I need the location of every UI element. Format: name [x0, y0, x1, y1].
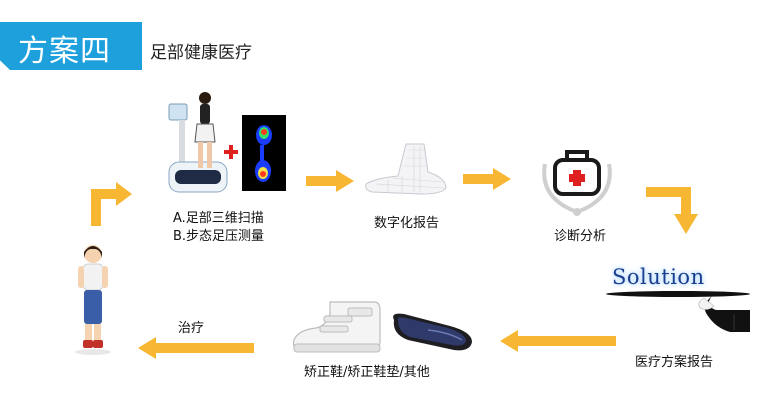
- scheme-title: 方案四: [18, 34, 111, 69]
- arrow-right-1: [306, 170, 354, 192]
- solution-text: Solution: [612, 265, 705, 289]
- treatment-report-label: 医疗方案报告: [635, 355, 714, 370]
- arrow-left-2: [138, 337, 254, 359]
- scan-label-a: A.足部三维扫描: [173, 211, 264, 226]
- scan-label-b: B.步态足压测量: [173, 229, 265, 244]
- orthotic-insole-image: [388, 310, 474, 354]
- plus-icon: [224, 144, 238, 159]
- arrow-up-right: [88, 176, 134, 228]
- page-subtitle: 足部健康医疗: [150, 43, 252, 63]
- foot-scanner-machine-image: [165, 90, 231, 200]
- products-label: 矫正鞋/矫正鞋垫/其他: [304, 365, 430, 380]
- arrow-right-2: [463, 168, 511, 190]
- serving-hand-tray-image: [604, 288, 752, 340]
- arrow-left-1: [500, 330, 616, 352]
- medical-kit-icon: [535, 140, 619, 216]
- digital-report-label: 数字化报告: [374, 216, 440, 231]
- digital-foot-model-image: [362, 142, 448, 198]
- orthopedic-shoe-image: [290, 298, 382, 356]
- scheme-header-tab: 方案四: [0, 22, 142, 70]
- patient-figure: [66, 240, 120, 356]
- arrow-down-right: [646, 186, 704, 236]
- diagnosis-label: 诊断分析: [554, 229, 607, 244]
- treatment-label: 治疗: [178, 321, 205, 336]
- foot-pressure-heatmap-image: [242, 115, 286, 191]
